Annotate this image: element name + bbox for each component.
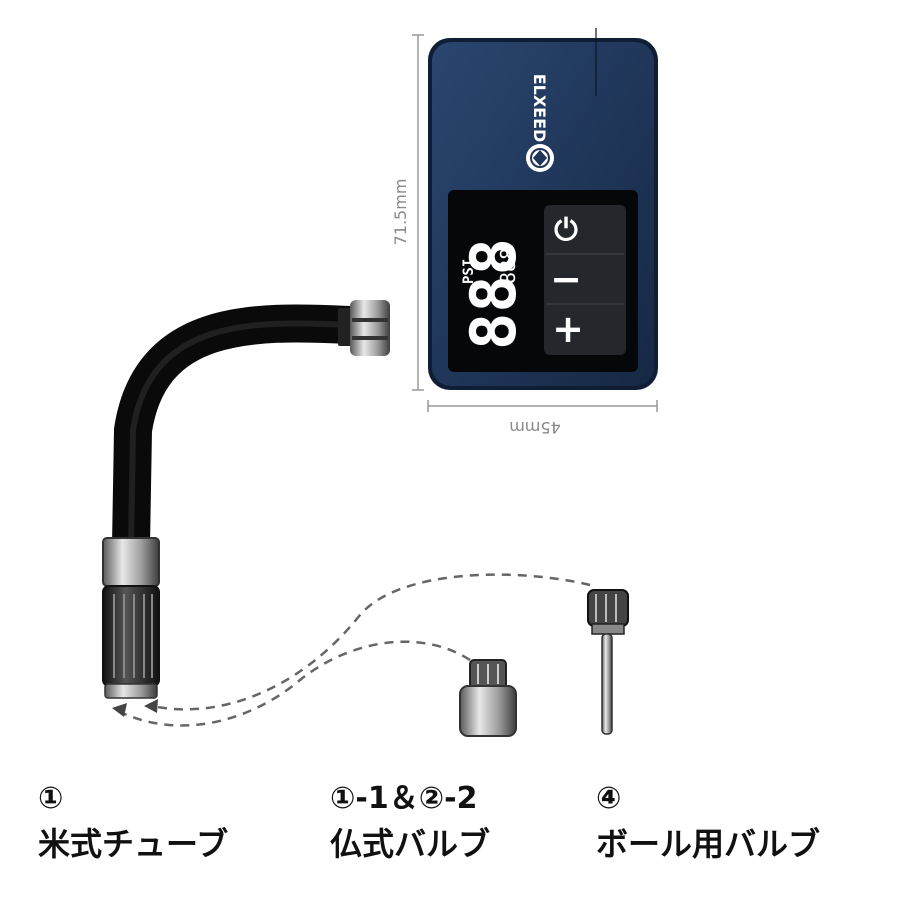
air-hose — [112, 300, 390, 564]
button-panel — [544, 205, 626, 355]
ball-needle-valve — [587, 589, 629, 735]
height-dimension: 71.5mm — [391, 34, 424, 391]
attachment-2-name: 仏式バルブ — [330, 825, 491, 863]
minus-button[interactable]: − — [550, 257, 582, 301]
width-label: 45mm — [509, 418, 561, 437]
presta-valve-adapter — [459, 659, 517, 737]
lcd-main-digits: 888 — [457, 238, 530, 350]
attachment-1-name: 米式チューブ — [38, 825, 229, 863]
brand-logo: ELXEED — [526, 74, 554, 172]
attachment-3-name: ボール用バルブ — [596, 825, 821, 863]
arrow-head-1 — [144, 699, 158, 713]
attachment-3-number: ④ — [596, 781, 622, 816]
arrow-head-2 — [112, 703, 127, 717]
plus-button[interactable]: + — [552, 307, 584, 351]
attach-arrows — [119, 573, 591, 727]
brand-name: ELXEED — [530, 74, 549, 143]
schrader-valve-chuck — [102, 537, 160, 699]
height-label: 71.5mm — [391, 179, 410, 246]
lcd-display: 888 PSI 888 — [457, 238, 530, 350]
attachment-1-number: ① — [38, 781, 64, 816]
lcd-unit: PSI — [461, 259, 477, 284]
attachment-2-number: ①-1＆②-2 — [330, 781, 478, 816]
pump-device: ELXEED 888 PSI 888 ⏻ − + — [428, 28, 658, 390]
width-dimension: 45mm — [427, 400, 658, 437]
lcd-small-digits: 888 — [496, 248, 520, 284]
power-button[interactable]: ⏻ — [554, 213, 578, 248]
